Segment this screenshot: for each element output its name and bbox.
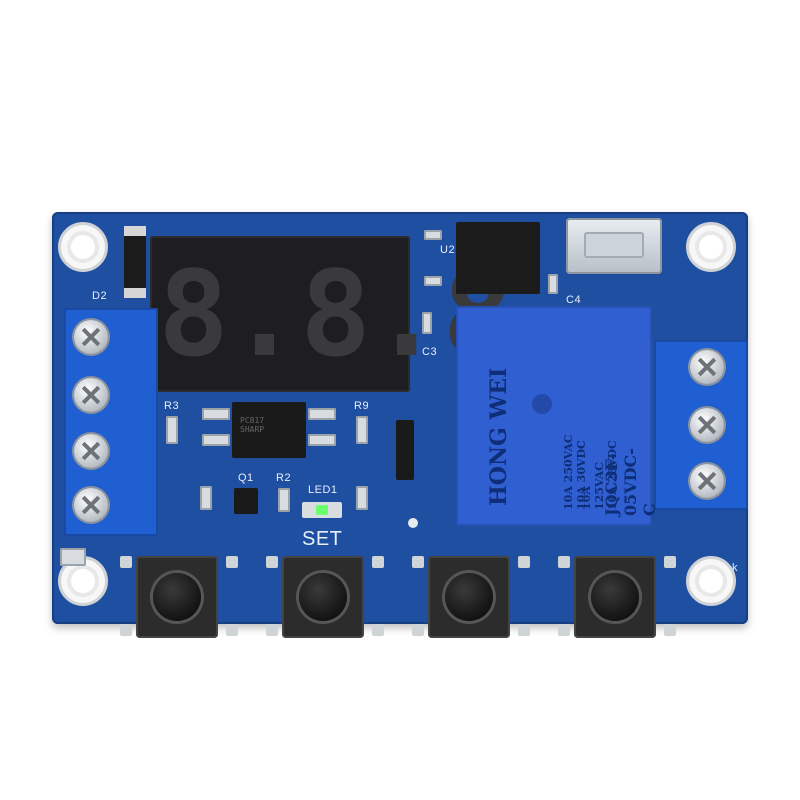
micro-usb-port: [584, 232, 644, 258]
label-set: SET: [302, 528, 343, 550]
component-right-of-led: [356, 486, 368, 510]
button-pad: [664, 624, 676, 636]
via-1: [408, 518, 418, 528]
resistor-r2: [278, 488, 290, 512]
label-r3: R3: [164, 400, 180, 412]
terminal-screw-left-2[interactable]: [74, 378, 108, 412]
capacitor-c3: [422, 312, 432, 334]
button-pad: [518, 556, 530, 568]
button-1[interactable]: [136, 556, 218, 638]
terminal-screw-left-1[interactable]: [74, 320, 108, 354]
relay-marking-dot: [532, 394, 552, 414]
button-pad: [120, 624, 132, 636]
button-pad: [412, 556, 424, 568]
optocoupler-pc817: PC817 SHARP: [232, 402, 306, 458]
label-c3: C3: [422, 346, 438, 358]
transistor-q1: [234, 488, 258, 514]
component-left-of-q1: [200, 486, 212, 510]
opto-pad-3: [308, 408, 336, 420]
resistor-r9: [356, 416, 368, 444]
button-pad: [266, 624, 278, 636]
opto-pad-4: [308, 434, 336, 446]
display-digits: 8. 8. 8.: [158, 245, 584, 383]
button-pad: [226, 556, 238, 568]
label-r9: R9: [354, 400, 370, 412]
label-u2: U2: [440, 244, 456, 256]
diode-d2: [124, 226, 146, 298]
label-k: k: [732, 562, 738, 574]
button-set-cap[interactable]: [299, 573, 347, 621]
label-r2: R2: [276, 472, 292, 484]
button-pad: [412, 624, 424, 636]
led1-light: [316, 505, 328, 515]
button-pad: [664, 556, 676, 568]
mount-hole-top-left: [58, 222, 108, 272]
button-pad: [558, 624, 570, 636]
button-pad: [518, 624, 530, 636]
terminal-screw-left-4[interactable]: [74, 488, 108, 522]
relay-hong-wei: HONG WEI 10A 250VAC 10A 30VDC 10A 125VAC…: [456, 306, 659, 526]
opto-pad-2: [202, 434, 230, 446]
button-pad: [558, 556, 570, 568]
mount-hole-bottom-right: [686, 556, 736, 606]
terminal-screw-right-2[interactable]: [690, 408, 724, 442]
button-pad: [226, 624, 238, 636]
button-pad: [266, 556, 278, 568]
resistor-r3: [166, 416, 178, 444]
diode-ss34: [396, 420, 414, 480]
relay-brand: HONG WEI: [486, 367, 512, 506]
voltage-regulator-u2: [456, 222, 540, 294]
micro-usb-connector[interactable]: [566, 218, 662, 274]
terminal-screw-right-3[interactable]: [690, 464, 724, 498]
mount-hole-bottom-left: [58, 556, 108, 606]
display-digit-2: 8.: [300, 245, 443, 383]
label-d2: D2: [92, 290, 108, 302]
button-pad: [120, 556, 132, 568]
button-pad: [372, 556, 384, 568]
button-3[interactable]: [428, 556, 510, 638]
pad-left-bottom: [60, 548, 86, 566]
button-4-cap[interactable]: [591, 573, 639, 621]
led1: [302, 502, 342, 518]
button-3-cap[interactable]: [445, 573, 493, 621]
capacitor-c4: [548, 274, 558, 294]
optocoupler-marking: PC817 SHARP: [240, 416, 265, 434]
button-4[interactable]: [574, 556, 656, 638]
button-1-cap[interactable]: [153, 573, 201, 621]
mount-hole-top-right: [686, 222, 736, 272]
display-digit-1: 8.: [158, 245, 301, 383]
terminal-screw-left-3[interactable]: [74, 434, 108, 468]
terminal-screw-right-1[interactable]: [690, 350, 724, 384]
opto-pad-1: [202, 408, 230, 420]
u2-pad-bottom: [424, 276, 442, 286]
u2-pad-top: [424, 230, 442, 240]
relay-model: JQC3F-05VDC-C: [602, 448, 659, 516]
label-c4: C4: [566, 294, 582, 306]
seven-segment-display: 8. 8. 8.: [150, 236, 584, 392]
label-led1: LED1: [308, 484, 338, 496]
label-q1: Q1: [238, 472, 254, 484]
button-pad: [372, 624, 384, 636]
button-set[interactable]: [282, 556, 364, 638]
